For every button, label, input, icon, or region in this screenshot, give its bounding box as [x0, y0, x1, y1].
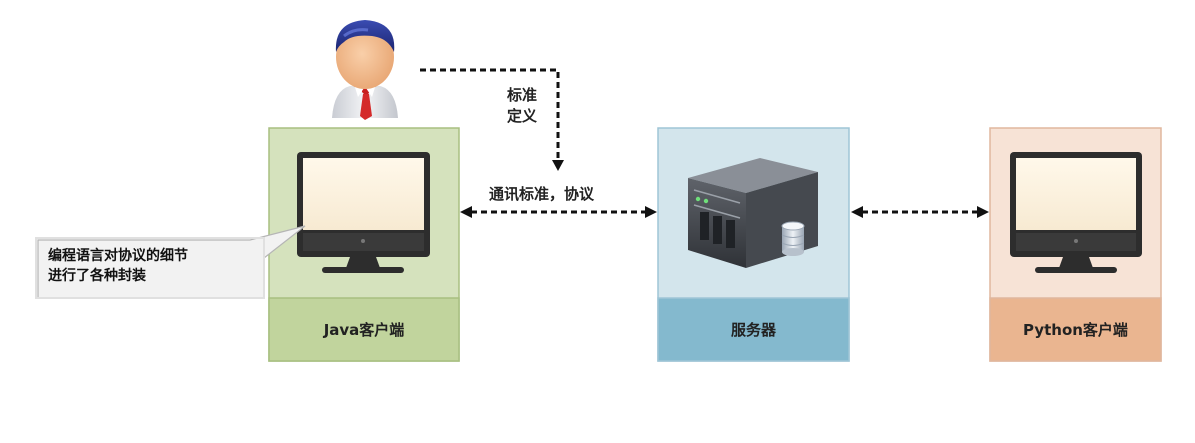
edge-java-server — [460, 206, 657, 218]
server-icon — [688, 158, 818, 268]
edge-label-communication: 通讯标准，协议 — [489, 185, 595, 203]
user-icon — [332, 20, 398, 120]
edge-standard-definition — [420, 68, 564, 171]
callout-line1: 编程语言对协议的细节 — [48, 248, 188, 264]
edge-server-python — [851, 206, 989, 218]
callout-line2: 进行了各种封装 — [48, 268, 146, 284]
monitor-icon — [1010, 152, 1142, 273]
callout-bubble — [35, 225, 306, 299]
server-label: 服务器 — [730, 321, 776, 339]
java-client-label: Java客户端 — [323, 321, 405, 339]
monitor-icon — [297, 152, 430, 273]
edge-label-standard-line1: 标准 — [507, 86, 538, 104]
edge-label-standard-line2: 定义 — [507, 107, 538, 125]
python-client-label: Python客户端 — [1023, 321, 1128, 339]
